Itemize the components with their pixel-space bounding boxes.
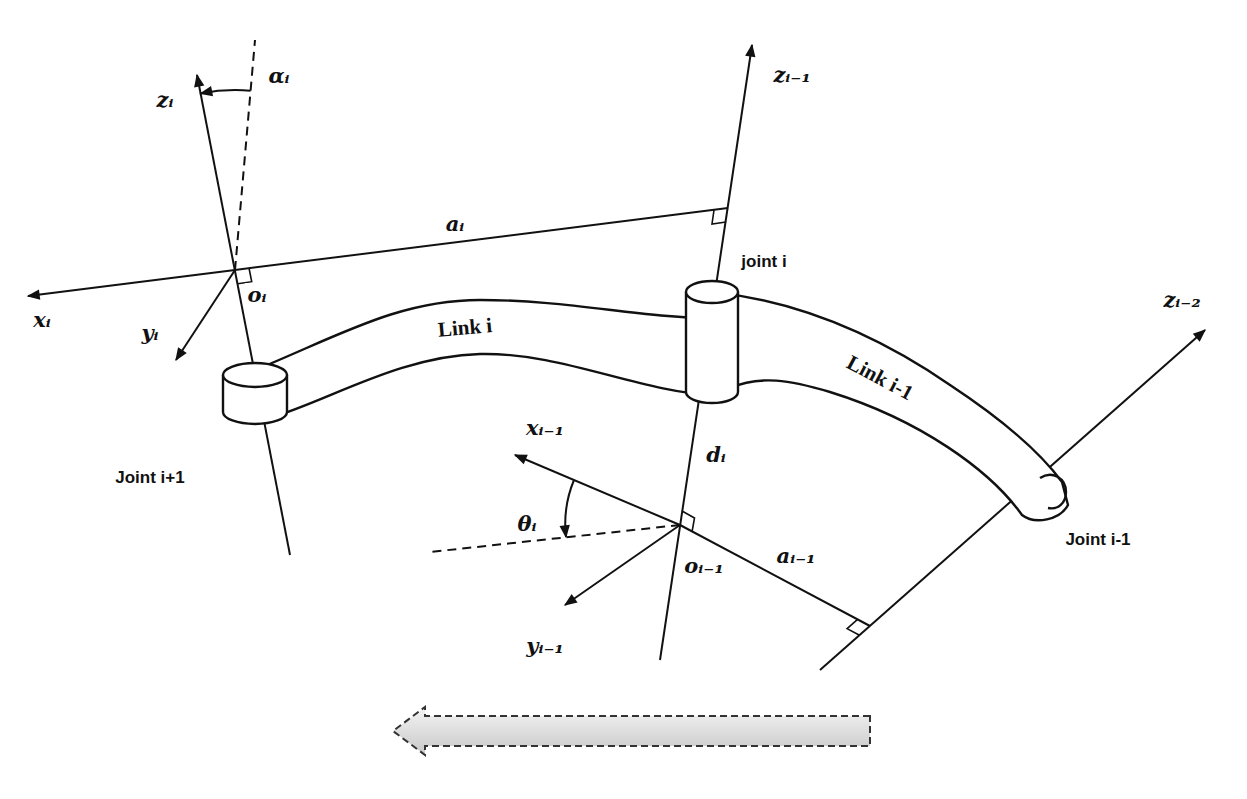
link-name: Link i [437, 313, 493, 343]
right-angle-mark [712, 210, 726, 224]
z-parallel-dashed [235, 40, 255, 270]
joint-label: joint i [739, 253, 788, 272]
a-i-normal [235, 208, 728, 270]
origin-label: oᵢ [245, 283, 268, 306]
axis-label: yᵢ₋₁ [524, 634, 566, 657]
angle-label: αᵢ [266, 64, 291, 87]
origin-label: oᵢ₋₁ [682, 554, 725, 577]
right-angle-mark [238, 268, 252, 284]
link-outline [205, 285, 735, 435]
link-outline-group [686, 281, 1068, 520]
length-label: aᵢ [444, 212, 467, 235]
angle-label: θᵢ [515, 512, 538, 535]
joint-label: Joint i-1 [1063, 531, 1132, 550]
axis-label: yᵢ [139, 321, 160, 344]
x-i-axis [28, 270, 235, 296]
x-i-1-axis [515, 455, 680, 525]
theta-arc [565, 480, 574, 537]
x-parallel-dashed [430, 525, 680, 552]
direction-block-arrow [393, 707, 870, 755]
axis-label: xᵢ₋₁ [524, 416, 566, 439]
alpha-arc [201, 90, 251, 93]
right-angle-mark [682, 511, 695, 532]
length-label: aᵢ₋₁ [775, 544, 818, 567]
axis-label: xᵢ [31, 308, 53, 331]
axis-label: zᵢ [155, 88, 176, 111]
link-outline-group [223, 300, 712, 424]
link-body: Link i [205, 285, 735, 435]
link-outline-path [686, 292, 738, 403]
link-outline-path [686, 281, 738, 303]
offset-label: dᵢ [704, 443, 728, 466]
z-i-axis [197, 75, 290, 555]
right-angle-mark [847, 619, 859, 635]
axis-label: zᵢ₋₂ [1161, 288, 1202, 311]
link-outline-path [712, 292, 1068, 520]
link-outline-path [223, 363, 287, 387]
y-i-axis [176, 270, 235, 360]
joint-label: Joint i+1 [113, 469, 186, 488]
a-i-1-normal [680, 525, 870, 626]
axis-label: zᵢ₋₁ [771, 63, 812, 86]
link-outline-path [1040, 475, 1066, 509]
link-outline [660, 268, 1080, 533]
y-i-1-axis [565, 525, 680, 605]
link-body: Link i-1 [660, 268, 1080, 533]
link-outline-path [260, 300, 712, 418]
